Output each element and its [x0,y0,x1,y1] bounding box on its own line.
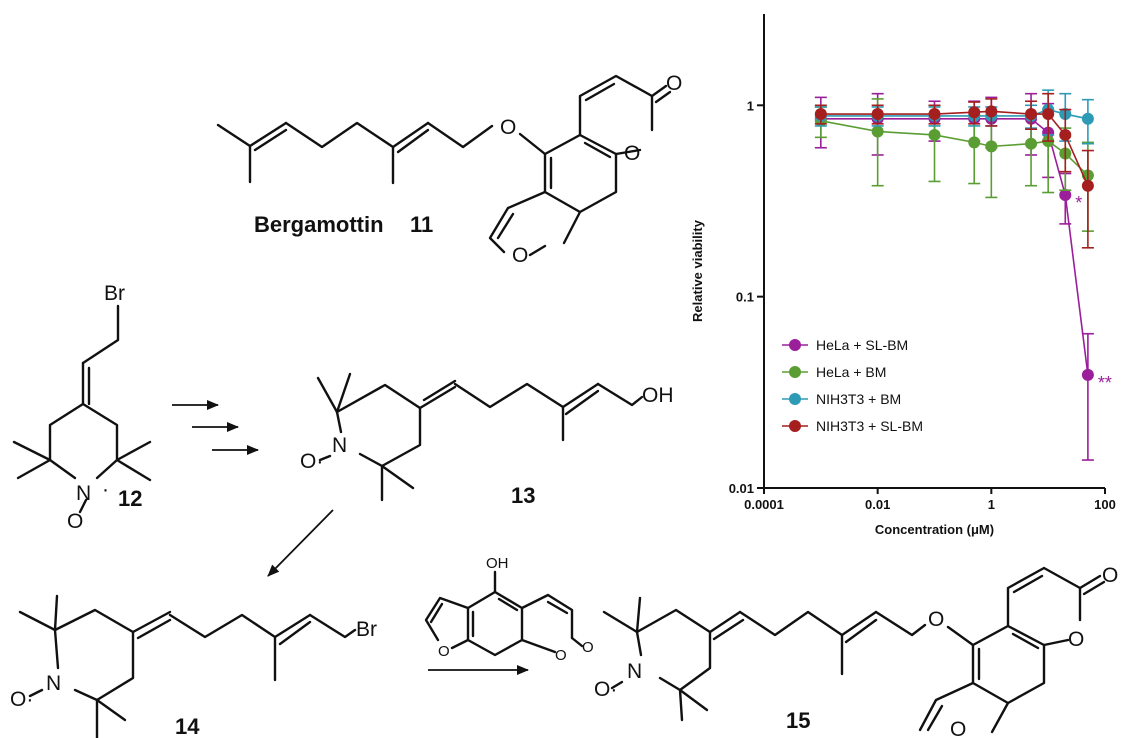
legend-swatch-marker [789,366,801,378]
legend-label: HeLa + BM [816,364,886,380]
data-point [985,140,998,153]
atom-o: O [950,718,966,738]
y-tick-label: 0.01 [729,481,754,496]
atom-o: O [500,116,516,139]
y-axis-label: Relative viability [690,219,705,322]
atom-o-radical: O· [594,678,617,701]
data-point [968,106,981,119]
atom-o-radical: O· [300,450,323,473]
atom-o: O [1068,628,1084,651]
atom-o: O [1102,564,1118,587]
legend-label: NIH3T3 + BM [816,391,901,407]
x-tick-label: 0.0001 [744,497,784,512]
data-point [1081,179,1094,192]
atom-n: N [76,482,91,505]
atom-o: O [582,639,594,656]
atom-br: Br [356,618,377,641]
chart-series: *** [814,89,1112,461]
compound-number: 12 [118,486,142,511]
atom-o: O [512,244,528,267]
compound-number: 13 [511,483,535,508]
data-point [985,105,998,118]
legend-swatch-marker [789,420,801,432]
x-tick-label: 100 [1094,497,1116,512]
data-point [1042,108,1055,121]
significance-marker: * [1075,193,1082,213]
data-point [1025,137,1038,150]
legend-swatch-marker [789,339,801,351]
atom-oh: OH [642,384,674,407]
data-point [1059,128,1072,141]
structure-12: Br N · O 12 [12,282,152,533]
data-point [1081,112,1094,125]
structure-15: N O· O O O O 15 [594,564,1118,738]
x-tick-label: 0.01 [865,497,890,512]
x-tick-label: 1 [988,497,995,512]
data-point [1059,188,1072,201]
compound-number: 11 [410,212,433,237]
significance-marker: ** [1098,373,1112,393]
atom-oh: OH [486,555,509,572]
legend-swatch-marker [789,393,801,405]
y-tick-label: 0.1 [736,290,754,305]
structure-bergaptol: OH O O O [424,555,594,664]
structure-14: N O· Br 14 [10,594,377,738]
atom-o: O [67,510,83,533]
atom-br: Br [104,282,125,305]
chart-legend: HeLa + SL-BM HeLa + BM NIH3T3 + BM NIH3T3 +… [782,337,923,434]
compound-number: 14 [175,714,200,738]
data-point [968,136,981,149]
atom-n: N [46,672,61,695]
radical-dot: · [102,478,109,501]
data-point [928,108,941,121]
atom-o: O [438,643,450,660]
data-point [1025,108,1038,121]
atom-n: N [627,660,642,683]
compound-number: 15 [786,708,810,733]
structure-13: N O· OH 13 [300,372,674,508]
data-point [928,128,941,141]
data-point [871,108,884,121]
legend-label: NIH3T3 + SL-BM [816,418,923,434]
atom-o: O [555,647,567,664]
data-point [1081,368,1094,381]
atom-o: O [928,608,944,631]
y-tick-label: 1 [747,98,754,113]
atom-o: O [666,72,682,95]
atom-n: N [332,434,347,457]
data-point [871,125,884,138]
compound-name: Bergamottin [254,212,384,237]
atom-o: O [624,142,640,165]
atom-o-radical: O· [10,688,33,711]
structure-bergamottin: O O O O Bergamottin 11 [216,72,682,267]
data-point [814,108,827,121]
legend-label: HeLa + SL-BM [816,337,908,353]
x-axis-label: Concentration (μM) [875,522,994,537]
